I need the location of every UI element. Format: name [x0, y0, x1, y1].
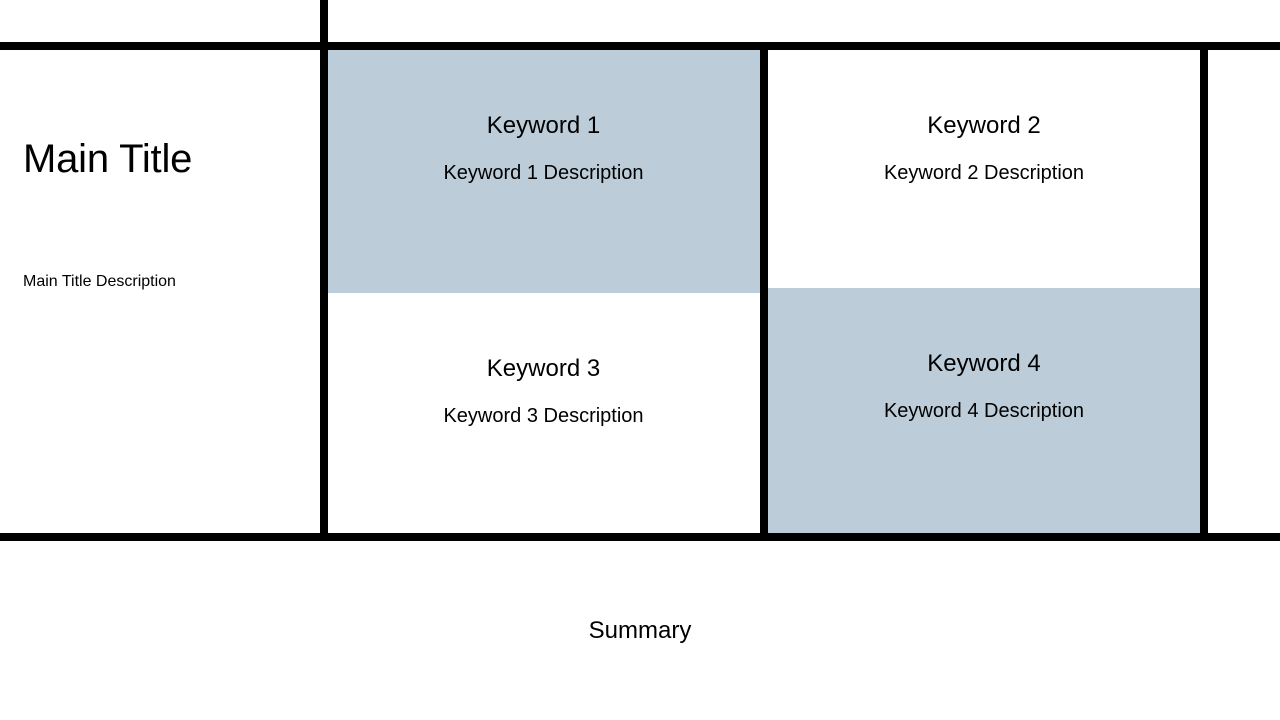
matrix-cell-keyword-2[interactable]: Keyword 2 Keyword 2 Description: [768, 50, 1200, 288]
matrix-cell-description: Keyword 1 Description: [443, 162, 644, 184]
matrix-cell-description: Keyword 4 Description: [883, 400, 1085, 422]
matrix-cell-title: Keyword 1: [486, 112, 601, 139]
divider-vertical-right: [1200, 42, 1208, 541]
matrix-cell-keyword-3[interactable]: Keyword 3 Keyword 3 Description: [327, 293, 760, 533]
divider-vertical-left: [320, 0, 328, 541]
main-title: Main Title: [23, 137, 193, 181]
matrix-cell-description: Keyword 2 Description: [883, 162, 1085, 184]
divider-vertical-middle: [760, 42, 768, 541]
matrix-cell-keyword-1[interactable]: Keyword 1 Keyword 1 Description: [327, 50, 760, 293]
title-column: Main Title Main Title Description: [0, 50, 320, 533]
divider-top-horizontal: [0, 42, 1280, 50]
matrix-cell-title: Keyword 2: [927, 112, 1041, 139]
matrix-cell-title: Keyword 4: [927, 350, 1041, 377]
matrix-cell-title: Keyword 3: [486, 355, 601, 382]
matrix-cell-description: Keyword 3 Description: [443, 405, 644, 427]
summary-region: Summary: [0, 617, 1280, 646]
matrix-cell-keyword-4[interactable]: Keyword 4 Keyword 4 Description: [768, 288, 1200, 533]
main-title-description: Main Title Description: [23, 273, 176, 290]
summary-label: Summary: [588, 617, 692, 644]
divider-bottom-horizontal: [0, 533, 1280, 541]
